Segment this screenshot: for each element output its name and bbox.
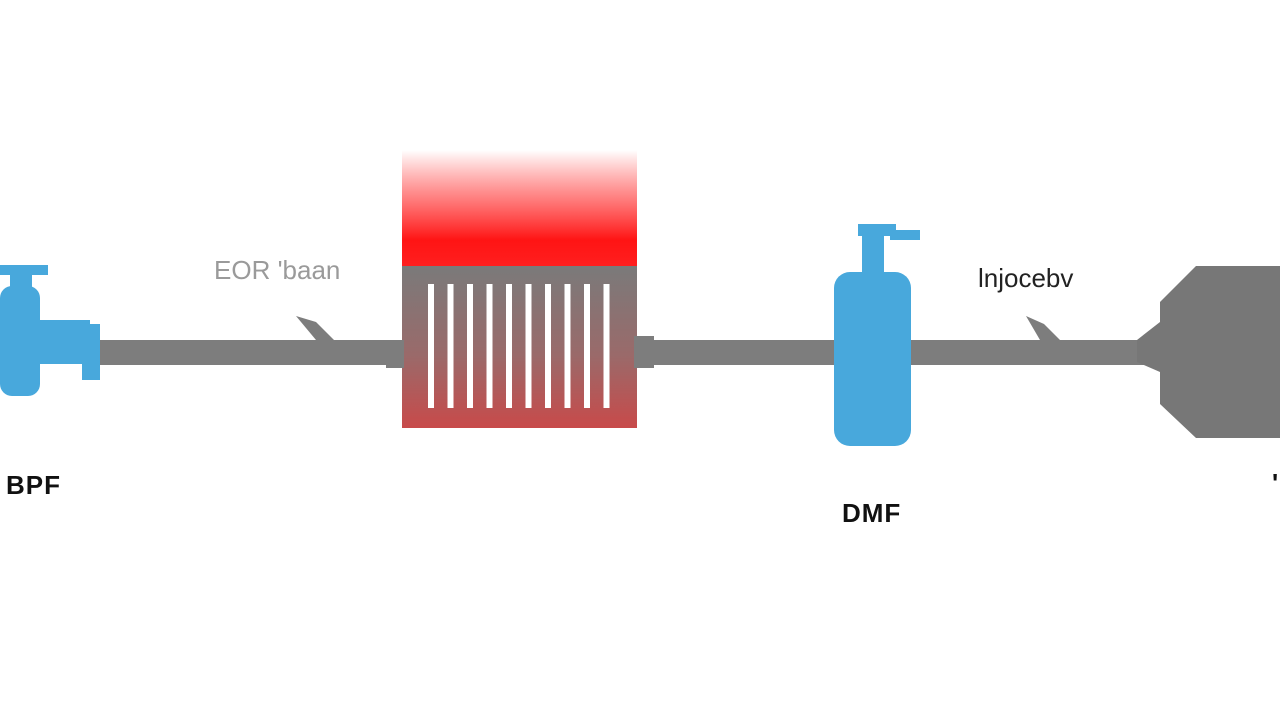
flow-arrow-right — [1026, 316, 1060, 340]
valve-label: BPF — [6, 470, 61, 500]
heater-slat — [506, 284, 512, 408]
pipe-segment-right — [905, 340, 1165, 365]
heater-slat — [428, 284, 434, 408]
valve-icon — [0, 265, 100, 396]
outlet-housing — [1137, 266, 1280, 438]
edge-mark: ' — [1272, 468, 1280, 498]
tank-label: DMF — [842, 498, 902, 528]
heater-slat — [467, 284, 473, 408]
flow-label-left: EOR 'baan — [214, 255, 341, 285]
heater-slat — [584, 284, 590, 408]
heater-slat — [525, 284, 532, 408]
heater-slat — [603, 284, 610, 408]
flow-arrow-left — [296, 316, 334, 340]
heater-unit — [386, 150, 654, 428]
heater-slat — [486, 284, 493, 408]
heater-slat — [564, 284, 571, 408]
pipe-segment-left — [95, 340, 405, 365]
flow-label-right: lnjocebv — [978, 263, 1074, 293]
heater-slats — [428, 284, 610, 408]
heater-slat — [545, 284, 551, 408]
heater-slat — [447, 284, 454, 408]
pipe-segment-middle — [635, 340, 840, 365]
tank-icon — [834, 224, 920, 446]
